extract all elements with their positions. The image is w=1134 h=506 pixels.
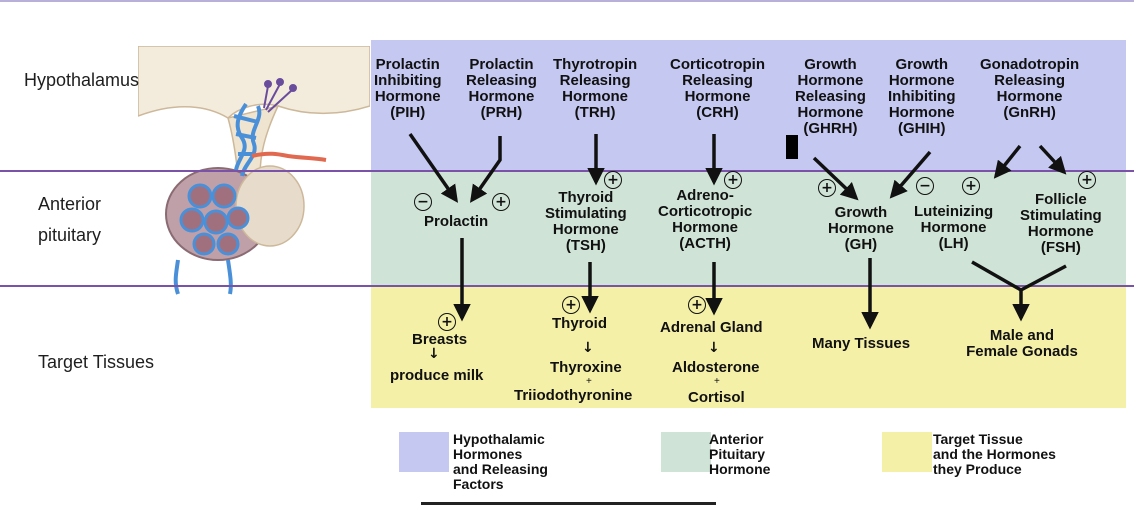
top-border [0, 0, 1134, 2]
down-arrow-icon: ↓ [428, 346, 440, 362]
anterior-pituitary-band [371, 171, 1126, 286]
arrow-ghih-gh [889, 150, 932, 199]
legend-swatch-pituitary [661, 432, 711, 472]
target-cortisol: Cortisol [688, 389, 745, 406]
divider-hypothalamus-pituitary [0, 170, 1134, 172]
target-aldosterone: Aldosterone [672, 359, 760, 376]
arrow-pih-prolactin [408, 132, 459, 203]
hypothalamus-band [371, 40, 1126, 171]
legend-swatch-hypothalamic [399, 432, 449, 472]
sign-plus-adrenal: + [688, 296, 706, 314]
target-thyroid: Thyroid [552, 315, 607, 332]
target-triiodothyronine: Triiodothyronine [514, 387, 633, 404]
pituitary-prolactin: Prolactin [424, 213, 489, 230]
sign-plus-gh: + [818, 179, 836, 197]
down-arrow-icon: ↓ [582, 340, 594, 356]
target-produce-milk: produce milk [390, 367, 484, 384]
row-label-pituitary: pituitary [38, 225, 102, 245]
pituitary-illustration [138, 46, 370, 298]
sign-plus-thyroid: + [562, 296, 580, 314]
sign-plus-lh: + [962, 177, 980, 195]
sign-plus-fsh: + [1078, 171, 1096, 189]
line-lh-gonads [971, 260, 1022, 292]
sign-plus-breasts: + [438, 313, 456, 331]
target-thyroxine: Thyroxine [550, 359, 622, 376]
sign-plus-prolactin: + [492, 193, 510, 211]
sign-minus-gh: − [916, 177, 934, 195]
black-marker [786, 135, 798, 159]
down-arrow-icon: ↓ [708, 340, 720, 356]
divider-pituitary-target [0, 285, 1134, 287]
row-label-anterior: Anterior [38, 194, 102, 214]
plus-connector: + [586, 376, 592, 387]
target-breasts: Breasts [412, 331, 468, 348]
line-fsh-gonads [1020, 264, 1067, 292]
target-adrenal-gland: Adrenal Gland [660, 319, 763, 336]
row-label-hypothalamus: Hypothalamus [24, 70, 140, 90]
row-label-target-tissues: Target Tissues [38, 352, 155, 372]
sign-plus-tsh: + [604, 171, 622, 189]
arrow-gnrh-lh [993, 144, 1022, 179]
bottom-bar [421, 502, 716, 505]
target-tissues-band [371, 286, 1126, 408]
arrow-prh-prolactin [469, 136, 502, 203]
sign-plus-acth: + [724, 171, 742, 189]
pituitary-acth: Adreno-Corticotropic Hormone(ACTH) [658, 187, 753, 252]
target-many-tissues: Many Tissues [812, 335, 911, 352]
plus-connector: + [714, 376, 720, 387]
arrow-gnrh-fsh [1038, 144, 1067, 175]
legend-swatch-target [882, 432, 932, 472]
arrow-ghrh-gh [812, 156, 859, 201]
sign-minus-prolactin: − [414, 193, 432, 211]
